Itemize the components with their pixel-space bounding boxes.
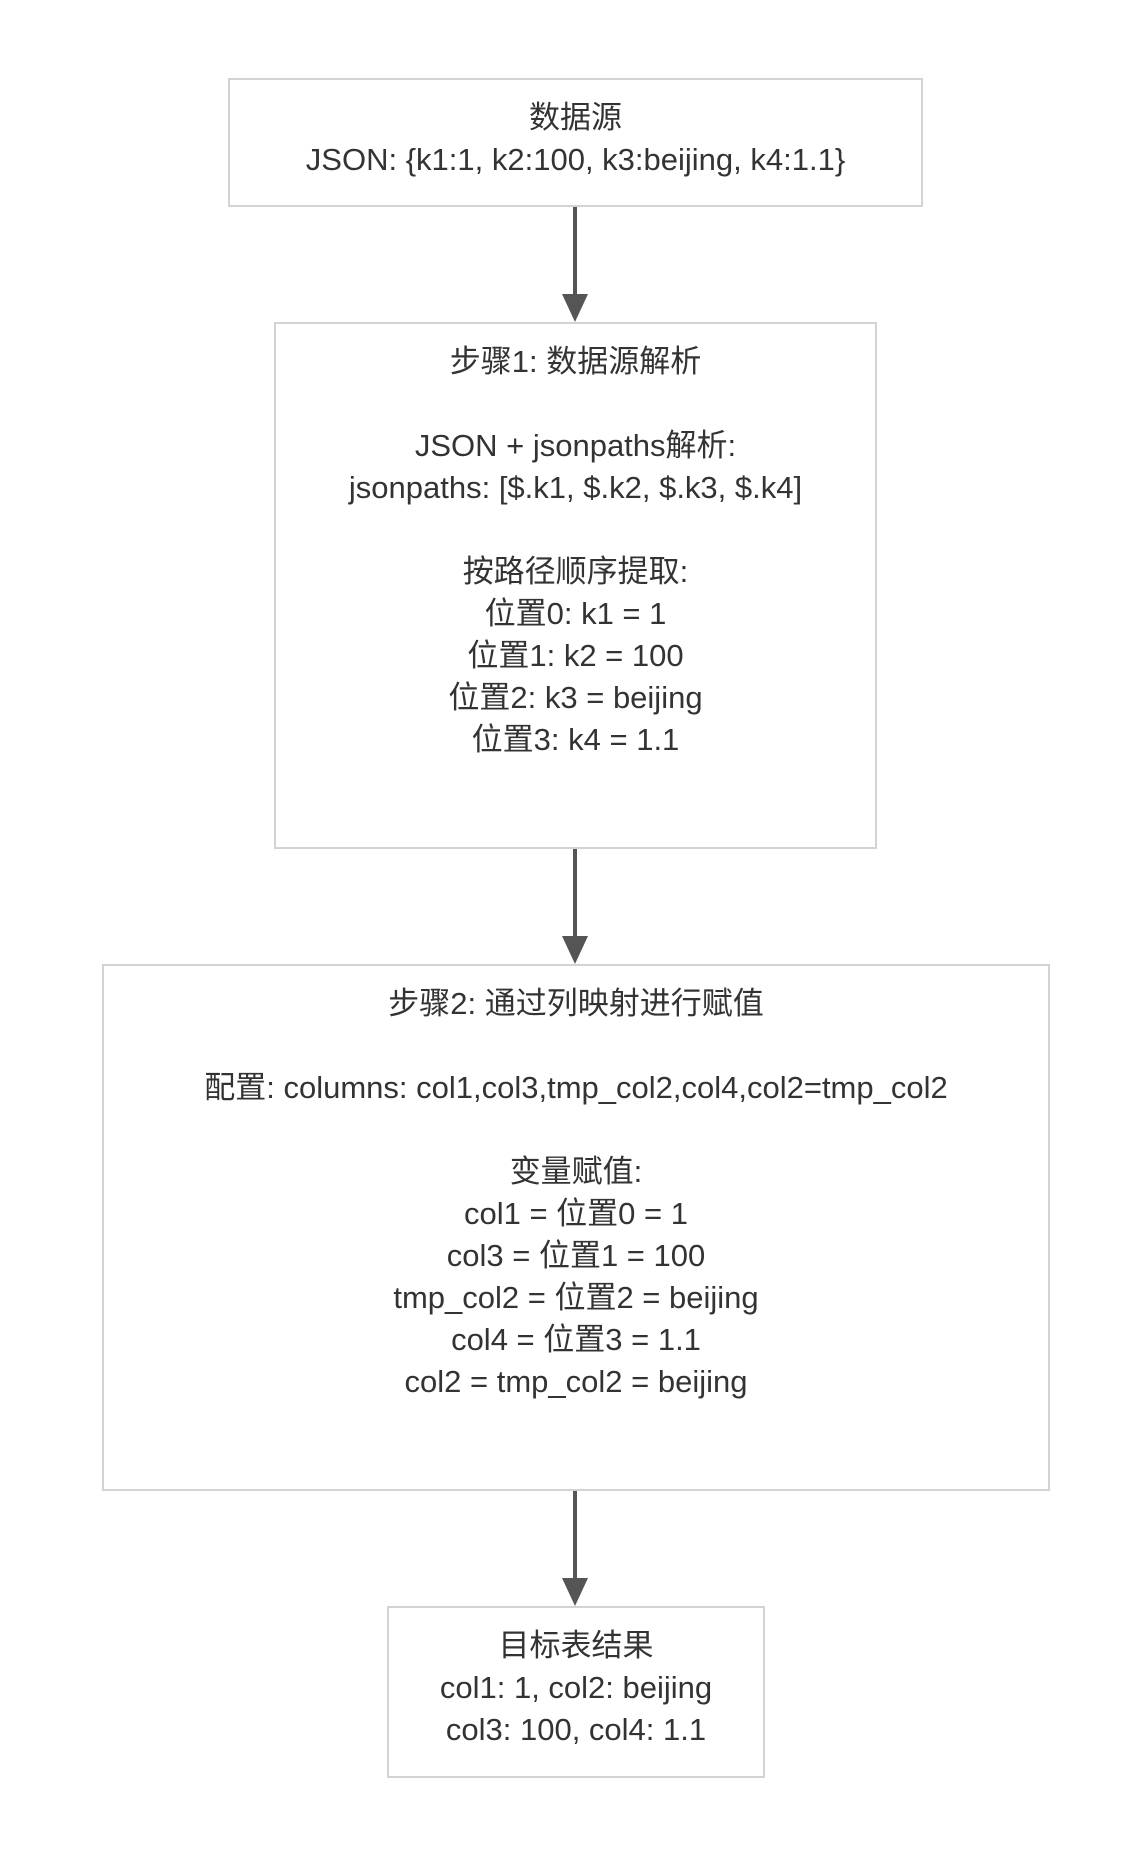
node-text-line: 按路径顺序提取: [462,554,689,589]
node-text-line: 位置2: k3 = beijing [448,680,703,715]
node-text-line [276,509,875,551]
node-text-line: col4 = 位置3 = 1.1 [451,1322,701,1357]
node-text-line [104,1109,1048,1151]
node-text-line: tmp_col2 = 位置2 = beijing [393,1280,759,1315]
node-text-line: 位置3: k4 = 1.1 [471,722,680,757]
node-step1-parse: 步骤1: 数据源解析 JSON + jsonpaths解析: jsonpaths: … [274,322,877,849]
edge-source-to-step1 [562,207,588,322]
node-text-line: col2 = tmp_col2 = beijing [404,1364,748,1399]
node-text-line [104,1025,1048,1067]
node-text-line: 位置1: k2 = 100 [467,638,684,673]
node-text-line: col3 = 位置1 = 100 [446,1238,706,1273]
node-text-line: col3: 100, col4: 1.1 [445,1712,707,1747]
node-text-line: col1: 1, col2: beijing [439,1670,713,1705]
edge-step1-to-step2 [562,849,588,964]
node-text-line: 配置: columns: col1,col3,tmp_col2,col4,col… [204,1070,948,1105]
node-data-source: 数据源 JSON: {k1:1, k2:100, k3:beijing, k4:1… [228,78,923,207]
node-text-line: jsonpaths: [$.k1, $.k2, $.k3, $.k4] [348,470,803,505]
node-text-line: 变量赋值: [509,1154,643,1189]
node-text-line: 步骤2: 通过列映射进行赋值 [388,986,764,1021]
node-text-line: col1 = 位置0 = 1 [463,1196,688,1231]
edge-step2-to-result [562,1491,588,1606]
node-text-line: 步骤1: 数据源解析 [449,344,702,379]
node-text-line: JSON + jsonpaths解析: [414,428,737,463]
node-target-result: 目标表结果 col1: 1, col2: beijing col3: 100, co… [387,1606,765,1778]
node-text-line: 目标表结果 [498,1628,654,1663]
node-text-line: 数据源 [529,100,622,135]
node-text-line: JSON: {k1:1, k2:100, k3:beijing, k4:1.1} [305,142,846,177]
node-step2-mapping: 步骤2: 通过列映射进行赋值配置: columns: col1,col3,tmp… [102,964,1050,1491]
node-text-line: 位置0: k1 = 1 [484,596,667,631]
node-text-line [276,383,875,425]
